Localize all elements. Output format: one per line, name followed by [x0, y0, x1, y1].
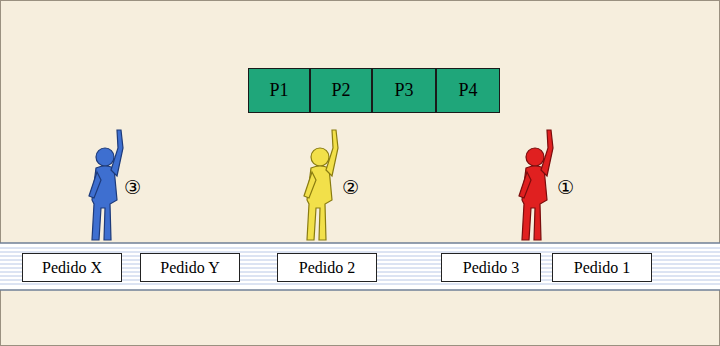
box-text: P1 — [269, 80, 288, 101]
box-text: Pedido 1 — [574, 259, 630, 277]
callout-number: ② — [342, 178, 359, 197]
box-text: P3 — [394, 80, 413, 101]
callout-number: ① — [557, 178, 574, 197]
process-step: P3 — [372, 68, 436, 113]
box-text: P4 — [458, 80, 477, 101]
conveyor-belt — [0, 243, 720, 290]
worker-blue — [89, 130, 123, 240]
box-text: Pedido 3 — [463, 259, 519, 277]
order-box: Pedido X — [22, 253, 122, 282]
worker-yellow — [304, 130, 338, 240]
worker-red — [519, 130, 553, 240]
order-box: Pedido 1 — [552, 253, 652, 282]
box-text: Pedido X — [42, 259, 102, 277]
process-step: P4 — [436, 68, 500, 113]
box-text: Pedido Y — [160, 259, 219, 277]
order-box: Pedido 3 — [441, 253, 541, 282]
order-box: Pedido Y — [140, 253, 240, 282]
callout-number: ③ — [124, 178, 141, 197]
box-text: Pedido 2 — [299, 259, 355, 277]
process-step: P1 — [248, 68, 310, 113]
order-box: Pedido 2 — [277, 253, 377, 282]
process-step: P2 — [310, 68, 372, 113]
box-text: P2 — [331, 80, 350, 101]
